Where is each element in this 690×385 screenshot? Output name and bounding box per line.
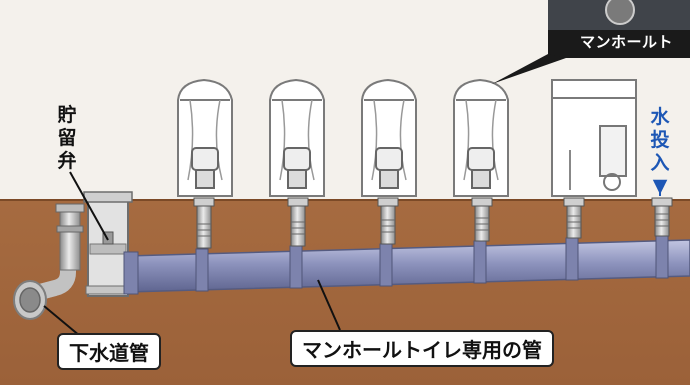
main-pipe bbox=[123, 235, 690, 295]
valve-box bbox=[83, 191, 133, 297]
accessible-booth-icon bbox=[551, 79, 637, 197]
manhole-icon bbox=[605, 0, 635, 25]
riser-4 bbox=[471, 197, 493, 242]
callout-label: マンホールト bbox=[580, 33, 674, 51]
tent-icon bbox=[453, 78, 509, 197]
riser-pipes bbox=[193, 197, 673, 249]
vertical-inlet-pipe bbox=[55, 203, 85, 271]
sewer-pipe bbox=[13, 262, 76, 320]
riser-3 bbox=[377, 197, 399, 245]
riser-2 bbox=[287, 197, 309, 247]
water-input-label: 水投入▼ bbox=[650, 106, 670, 197]
pipe-joint bbox=[565, 237, 579, 281]
pipe-joint bbox=[655, 235, 669, 279]
riser-5 bbox=[563, 197, 585, 239]
tent-icon bbox=[361, 78, 417, 197]
valve-leader-line bbox=[69, 171, 109, 241]
callout-box bbox=[492, 0, 690, 84]
tent-icon bbox=[177, 78, 233, 197]
pipe-leader-line bbox=[317, 279, 341, 331]
riser-1 bbox=[193, 197, 215, 249]
pipe-joint bbox=[195, 248, 209, 292]
riser-6 bbox=[651, 197, 673, 237]
dedicated-pipe-label: マンホールトイレ専用の管 bbox=[290, 330, 554, 367]
pipe-joint bbox=[379, 243, 393, 287]
pipe-joint bbox=[289, 245, 303, 289]
valve-label: 貯留弁 bbox=[57, 104, 77, 172]
sewer-leader-line bbox=[43, 305, 81, 337]
sewer-pipe-label: 下水道管 bbox=[57, 333, 161, 370]
pipe-joint bbox=[473, 240, 487, 284]
toilet-seat bbox=[375, 147, 403, 171]
tent-icon bbox=[269, 78, 325, 197]
callout-pointer bbox=[492, 54, 566, 84]
toilet-seat bbox=[283, 147, 311, 171]
toilet-seat bbox=[191, 147, 219, 171]
toilet-seat bbox=[467, 147, 495, 171]
